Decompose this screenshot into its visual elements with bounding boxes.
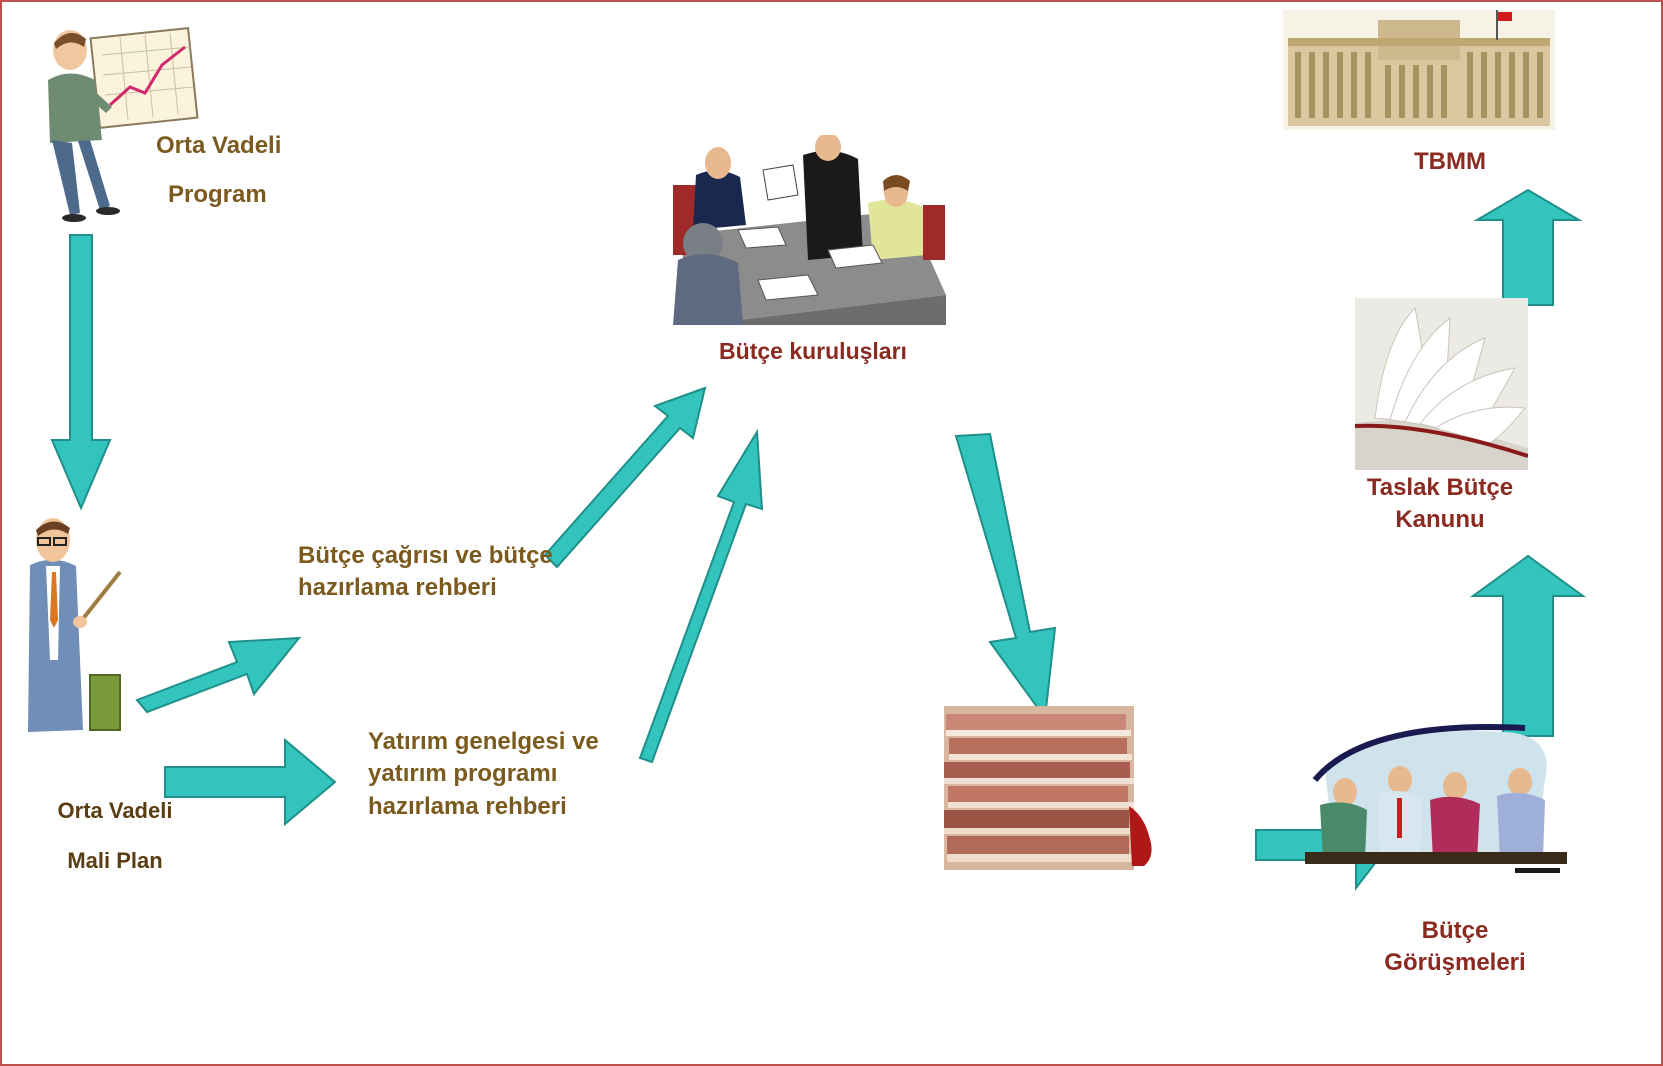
arrow-ovmp-to-call xyxy=(135,636,302,714)
parliament-building-icon xyxy=(1283,10,1555,130)
ovmp-label-line2: Mali Plan xyxy=(67,848,163,873)
tbmm-label: TBMM xyxy=(1414,148,1486,175)
ovp-label: Orta Vadeli xyxy=(156,132,282,159)
ovp-label-line2: Program xyxy=(168,181,267,208)
arrow-call-to-institutions xyxy=(543,386,707,569)
arrow-draft-to-tbmm xyxy=(1473,188,1583,306)
presenter-with-chart-icon xyxy=(48,27,199,222)
arrow-ovp-to-ovmp xyxy=(50,234,112,511)
arrow-institutions-to-books xyxy=(954,432,1057,721)
teacher-with-pointer-icon xyxy=(28,518,122,732)
stacked-books-icon xyxy=(944,706,1152,870)
meeting-table-icon xyxy=(668,135,946,325)
arrow-invest-to-institutions xyxy=(638,428,764,764)
arrow-talks-to-draft xyxy=(1469,554,1587,737)
ovmp-label: Orta Vadeli xyxy=(57,798,173,823)
open-book-icon xyxy=(1355,298,1528,470)
institutions-label: Bütçe kuruluşları xyxy=(719,338,907,364)
budget-discussion-people-icon xyxy=(1305,724,1567,873)
arrow-ovmp-to-invest xyxy=(164,737,337,827)
